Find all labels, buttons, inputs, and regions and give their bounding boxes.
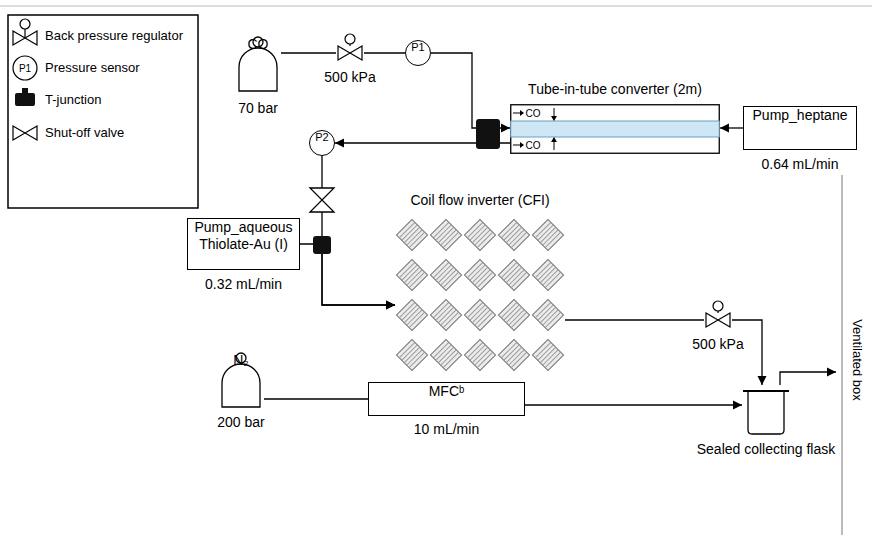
node-caption: 500 kPa — [692, 336, 743, 353]
flow-line — [322, 156, 395, 305]
node-text: N₂ — [218, 352, 264, 369]
node-caption: 200 bar — [217, 414, 264, 431]
node-text: MFCᵇ — [369, 383, 524, 400]
node-text: CO — [235, 36, 281, 53]
legend-text: Back pressure regulator — [45, 28, 183, 43]
tube-in-tube-converter-outline — [510, 104, 720, 154]
back-pressure-regulator: 500 kPa — [336, 33, 364, 63]
legend-entry: Back pressure regulator — [45, 28, 183, 44]
node-text: P1 — [406, 41, 430, 54]
vent-line — [780, 372, 836, 385]
legend-entry: T-junction — [45, 92, 101, 108]
ventilated-box-wall — [842, 175, 843, 535]
valve-symbol — [13, 126, 37, 140]
node-caption: Coil flow inverter (CFI) — [410, 192, 549, 209]
mass-flow-controller: MFCᵇ10 mL/min — [368, 382, 525, 416]
flow-line — [732, 320, 762, 385]
legend-frame — [8, 15, 198, 208]
stream-label: CO — [526, 140, 541, 151]
stream-label: CO — [526, 108, 541, 119]
collecting-flask-outline — [742, 385, 790, 435]
gas-cylinder: N₂200 bar — [218, 352, 264, 408]
stream-label: P1 — [19, 63, 31, 74]
frame-line — [0, 6, 872, 7]
pressure-sensor: P2 — [309, 130, 335, 156]
back-pressure-regulator: 500 kPa — [704, 300, 732, 330]
flow-line — [565, 319, 704, 320]
t-junction — [313, 236, 331, 254]
back-pressure-regulator-outline — [704, 300, 732, 330]
flow-line — [364, 52, 405, 53]
node-caption: 0.32 mL/min — [205, 276, 282, 293]
flow-line — [281, 52, 336, 53]
gas-cylinder: CO70 bar — [235, 36, 281, 92]
pump-box: Pump_heptane0.64 mL/min — [743, 106, 857, 150]
node-caption: 10 mL/min — [414, 421, 479, 438]
collecting-flask: Sealed collecting flask — [742, 385, 790, 435]
legend-entry: Shut-off valve — [45, 125, 124, 141]
node-text: P2 — [310, 131, 334, 144]
legend-entry: Pressure sensor — [45, 60, 140, 76]
outlet-label: Ventilated box — [850, 319, 864, 401]
node-text: Pump_aqueous Thiolate-Au (I) — [188, 219, 299, 253]
flow-line — [720, 127, 743, 128]
t-junction — [476, 119, 500, 149]
tube-in-tube-converter: Tube-in-tube converter (2m) — [510, 104, 720, 154]
node-caption: Sealed collecting flask — [697, 441, 836, 458]
flow-line — [431, 53, 510, 128]
legend-text: T-junction — [45, 92, 101, 107]
node-caption: 500 kPa — [324, 69, 375, 86]
coil-flow-inverter-outline — [395, 215, 565, 375]
coil-flow-inverter: Coil flow inverter (CFI) — [395, 215, 565, 375]
node-caption: Tube-in-tube converter (2m) — [528, 81, 702, 98]
shut-off-valve — [310, 188, 334, 212]
legend-text: Shut-off valve — [45, 125, 124, 140]
t-junction-symbol — [15, 88, 35, 106]
pressure-sensor: P1 — [405, 40, 431, 66]
flow-line — [525, 404, 742, 405]
back-pressure-regulator-outline — [336, 33, 364, 63]
flow-line — [264, 398, 368, 399]
sensor-symbol — [13, 56, 37, 80]
pump-box: Pump_aqueous Thiolate-Au (I)0.32 mL/min — [187, 218, 300, 270]
legend-text: Pressure sensor — [45, 60, 140, 75]
node-text: Pump_heptane — [744, 107, 856, 124]
regulator-symbol — [13, 19, 37, 45]
node-caption: 0.64 mL/min — [761, 156, 838, 173]
node-caption: 70 bar — [238, 100, 278, 117]
